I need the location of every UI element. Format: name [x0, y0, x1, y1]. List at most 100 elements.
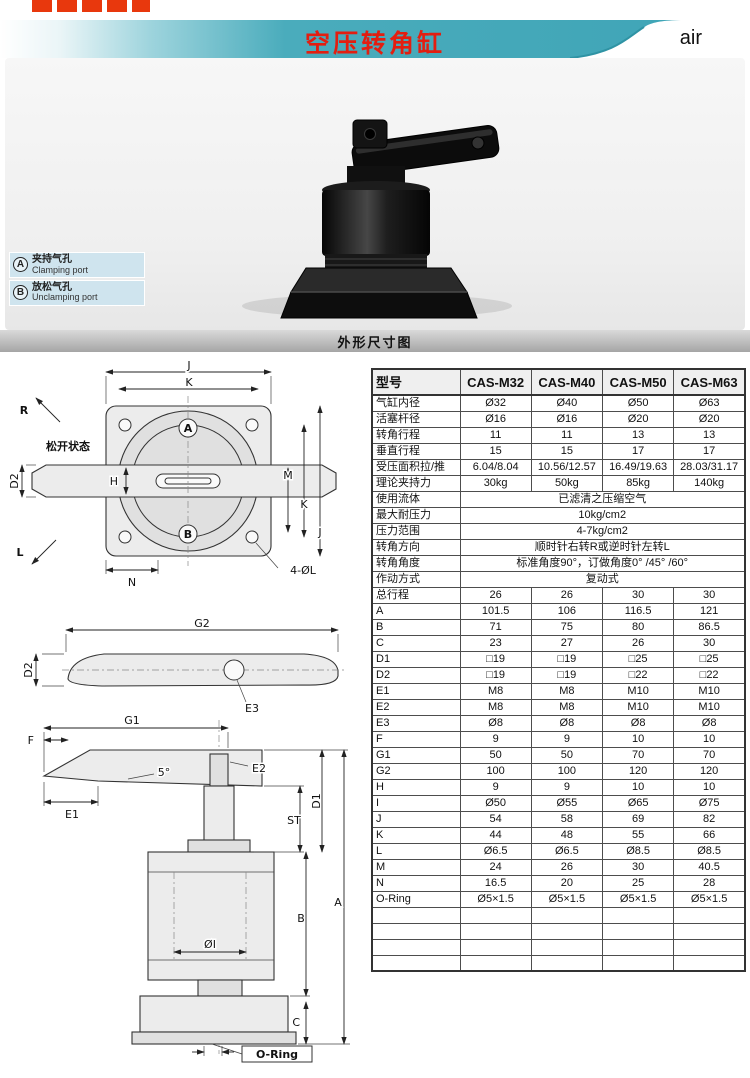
- spec-value: 44: [459, 826, 532, 844]
- spec-value: Ø32: [459, 394, 532, 412]
- spec-row-label: L: [371, 842, 461, 860]
- state-label: 松开状态: [46, 439, 90, 453]
- spec-row-label: A: [371, 602, 461, 620]
- spec-header-col-1: CAS-M32: [459, 368, 532, 396]
- cylinder-product-illustration: [242, 119, 512, 319]
- spec-value: 50: [459, 746, 532, 764]
- spec-value: □22: [673, 666, 746, 684]
- spec-value: 28: [673, 874, 746, 892]
- spec-value: 10: [601, 778, 675, 796]
- spec-value: 10: [673, 730, 746, 748]
- spec-value: 30kg: [459, 474, 532, 492]
- spec-row-label: E1: [371, 682, 461, 700]
- spec-value: □25: [601, 650, 675, 668]
- flange-top-view: A B: [31, 396, 337, 566]
- spec-value: 66: [673, 826, 746, 844]
- spec-value: 17: [673, 442, 746, 460]
- dim-label-a: A: [334, 896, 342, 909]
- spec-value: M8: [530, 682, 604, 700]
- spec-empty-cell: [371, 954, 461, 972]
- spec-value: 101.5: [459, 602, 532, 620]
- spec-value: 30: [601, 586, 675, 604]
- spec-value: 25: [601, 874, 675, 892]
- spec-empty-row: [371, 954, 746, 972]
- dim-label-r: R: [20, 404, 29, 417]
- spec-header-col-4: CAS-M63: [673, 368, 746, 396]
- spec-value: 140kg: [673, 474, 746, 492]
- spec-row-label: D2: [371, 666, 461, 684]
- arm-top-view: [62, 653, 344, 687]
- spec-value: Ø5×1.5: [601, 890, 675, 908]
- legend-cn-unclamping: 放松气孔: [32, 281, 72, 293]
- dim-label-b: B: [297, 912, 305, 925]
- dim-label-e3: E3: [245, 702, 259, 715]
- spec-row-label: B: [371, 618, 461, 636]
- spec-value: Ø65: [601, 794, 675, 812]
- spec-empty-cell: [601, 906, 675, 924]
- spec-value: 10: [601, 730, 675, 748]
- header-bar: 空压转角缸 air: [0, 19, 750, 59]
- spec-row-label: G1: [371, 746, 461, 764]
- spec-value: 30: [673, 634, 746, 652]
- dim-label-k-right: K: [300, 498, 308, 511]
- spec-value: M10: [673, 682, 746, 700]
- spec-value: 85kg: [601, 474, 675, 492]
- spec-empty-row: [371, 922, 746, 940]
- spec-row-label: 气缸内径: [371, 394, 461, 412]
- section-title: 外形尺寸图: [337, 334, 413, 350]
- section-title-bar: 外形尺寸图: [0, 330, 750, 352]
- spec-value: Ø8: [530, 714, 604, 732]
- spec-value: 70: [601, 746, 675, 764]
- spec-value: M8: [530, 698, 604, 716]
- spec-value: 116.5: [601, 602, 675, 620]
- spec-value: 75: [530, 618, 604, 636]
- spec-empty-cell: [673, 954, 746, 972]
- page-title: 空压转角缸: [304, 30, 446, 58]
- spec-span-value: 标准角度90°，订做角度0° /45° /60°: [459, 554, 746, 572]
- spec-empty-cell: [601, 954, 675, 972]
- spec-value: 20: [530, 874, 604, 892]
- spec-value: Ø8.5: [673, 842, 746, 860]
- dim-label-4ol: 4-ØL: [290, 564, 317, 577]
- spec-row-label: D1: [371, 650, 461, 668]
- header-swoosh: [560, 19, 750, 59]
- spec-value: 48: [530, 826, 604, 844]
- dim-label-st: ST: [287, 814, 301, 827]
- spec-value: Ø50: [459, 794, 532, 812]
- spec-value: Ø5×1.5: [530, 890, 604, 908]
- port-b-marker: B: [184, 528, 192, 541]
- legend-cn-clamping: 夹持气孔: [32, 254, 72, 265]
- legend-text-clamping: 夹持气孔 Clamping port: [32, 254, 88, 275]
- dim-label-m: M: [283, 469, 293, 482]
- spec-value: 9: [459, 778, 532, 796]
- spec-empty-cell: [601, 938, 675, 956]
- legend-item-unclamping: B 放松气孔 Unclamping port: [9, 279, 145, 306]
- spec-empty-cell: [601, 922, 675, 940]
- spec-value: 58: [530, 810, 604, 828]
- spec-row-label: E3: [371, 714, 461, 732]
- spec-value: 26: [530, 858, 604, 876]
- port-b-badge: B: [13, 285, 28, 301]
- spec-empty-cell: [459, 938, 532, 956]
- dim-label-angle: 5°: [158, 766, 171, 779]
- spec-value: Ø50: [601, 394, 675, 412]
- port-a-badge: A: [13, 257, 28, 273]
- dim-label-k-top: K: [185, 376, 193, 389]
- spec-value: M8: [459, 698, 532, 716]
- spec-empty-cell: [371, 938, 461, 956]
- dim-label-l: L: [16, 546, 23, 559]
- spec-value: Ø6.5: [459, 842, 532, 860]
- port-legend: A 夹持气孔 Clamping port B 放松气孔 Unclamping p…: [9, 252, 145, 308]
